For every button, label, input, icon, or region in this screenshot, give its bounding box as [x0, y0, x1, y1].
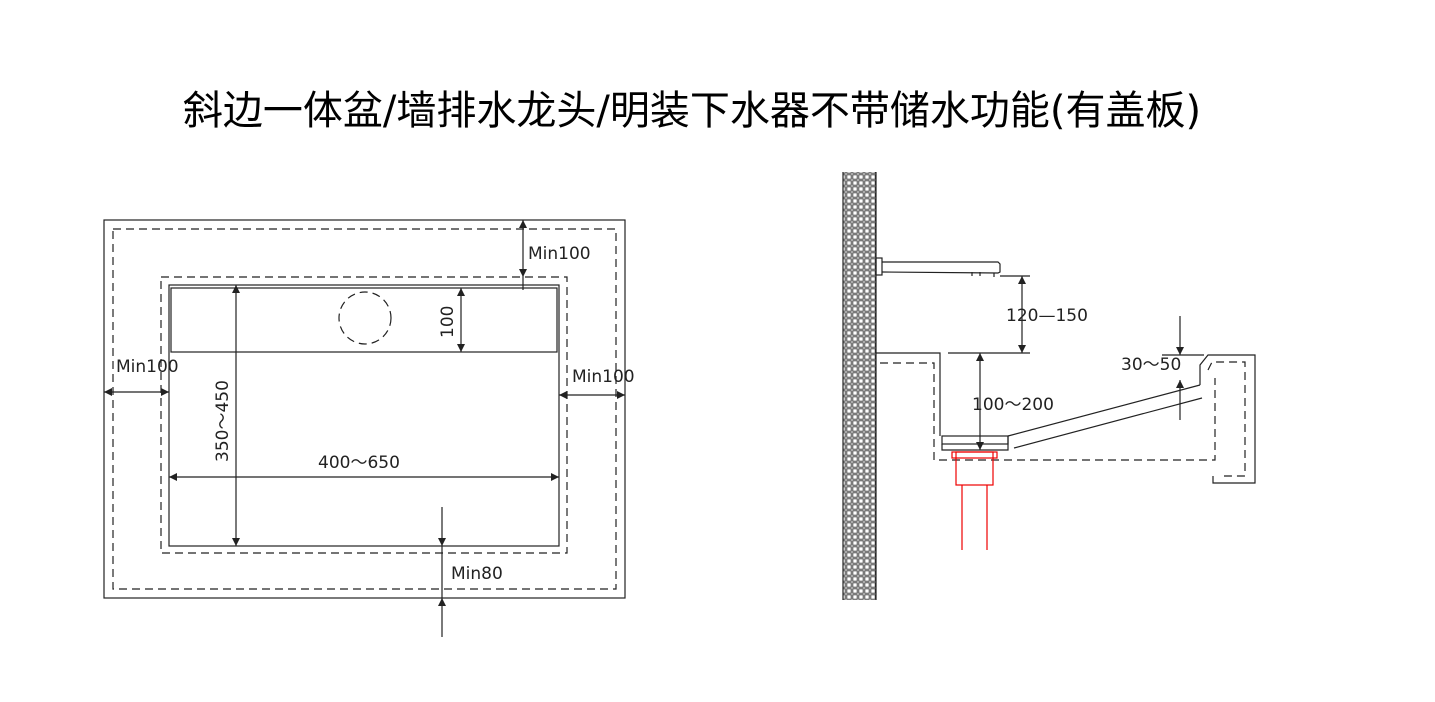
plan-view: Min100 Min100 Min100 Min80 400～650 350～4…: [103, 219, 635, 637]
dim-basin-depth: 100～200: [972, 395, 1054, 415]
countertop-outline: [103, 219, 626, 599]
cutout-outline: [160, 276, 568, 554]
dim-width: 400～650: [318, 453, 400, 473]
dim-top-clearance: Min100: [528, 244, 591, 264]
drain-circle: [338, 291, 392, 345]
page-title: 斜边一体盆/墙排水龙头/明装下水器不带储水功能(有盖板): [182, 88, 1202, 134]
wall-hatch: [843, 172, 876, 600]
basin-rim: [1199, 354, 1256, 484]
dim-shelf: 100: [438, 306, 458, 338]
dim-left-clearance: Min100: [116, 357, 179, 377]
dim-depth: 350～450: [213, 380, 233, 462]
dim-slope: 30～50: [1121, 355, 1181, 375]
sloped-bottom: [1007, 384, 1201, 437]
cabinet-outline: [112, 228, 617, 590]
section-view: 120—150 100～200 30～50: [842, 172, 1256, 600]
wall-faucet: [875, 257, 1001, 277]
counter-left: [876, 352, 941, 436]
drain-pipe: [951, 451, 998, 550]
drain-cover: [941, 435, 1009, 445]
basin-outline: [168, 284, 560, 547]
cutout-section: [880, 362, 1216, 461]
dim-right-clearance: Min100: [572, 367, 635, 387]
dim-faucet-height: 120—150: [1006, 306, 1088, 326]
dim-bottom-clearance: Min80: [451, 564, 503, 584]
cover-shelf: [170, 287, 558, 353]
